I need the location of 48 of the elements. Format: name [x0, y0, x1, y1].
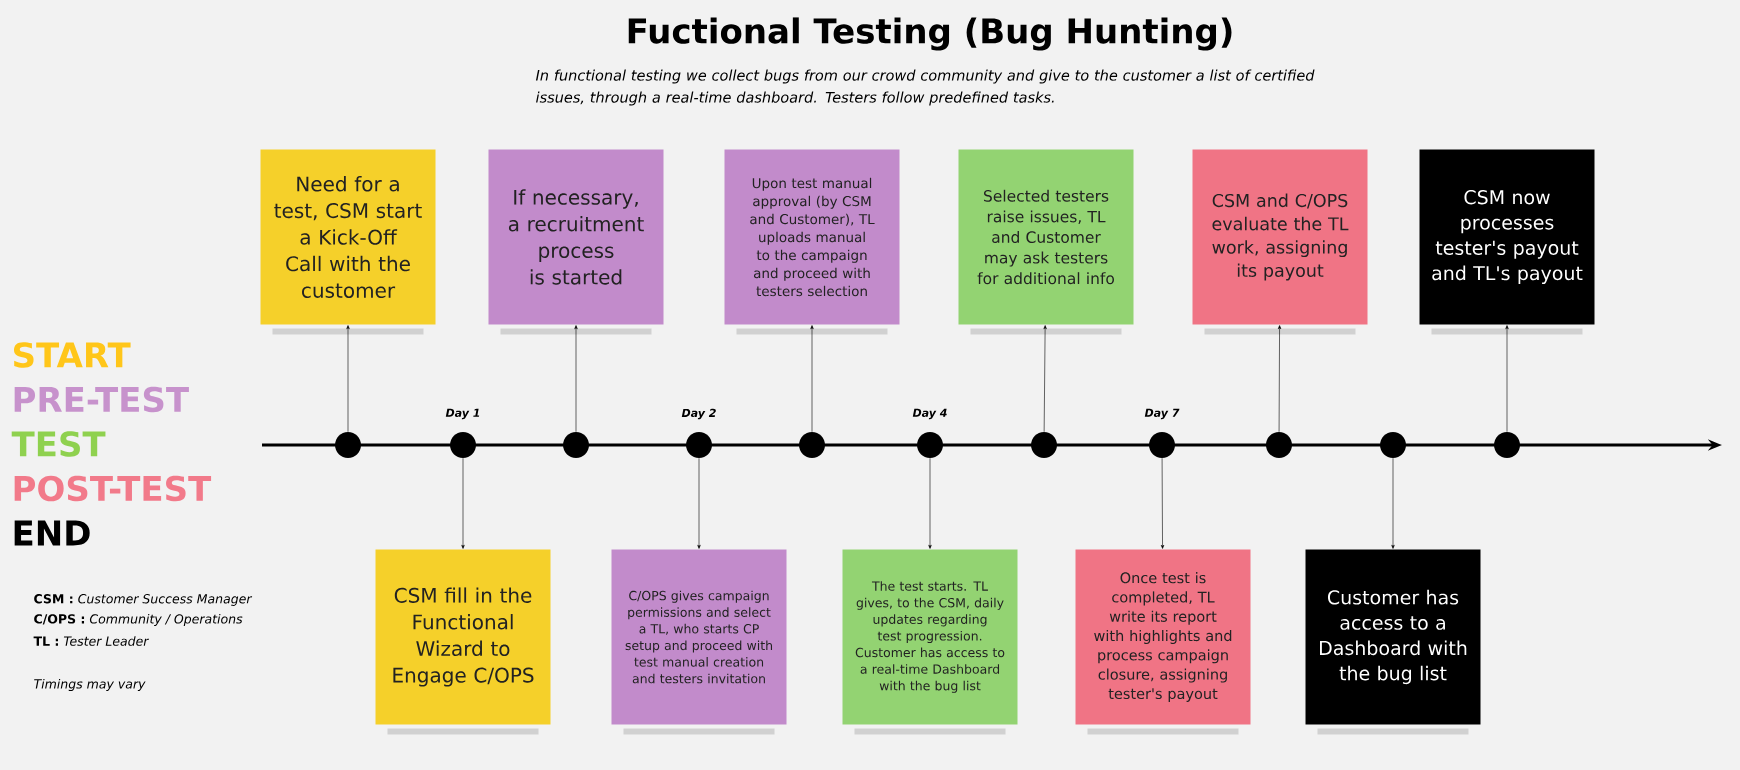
sticky-note: CSM fill in the Functional Wizard to Engage C/OPS	[375, 549, 551, 725]
arrow	[346, 325, 350, 433]
timeline-dot	[1266, 432, 1292, 458]
timeline-dot	[1494, 432, 1520, 458]
title: Fuctional Testing (Bug Hunting)	[628, 17, 1232, 51]
arrow	[1505, 325, 1509, 433]
timeline-dot	[686, 432, 712, 458]
sticky-note: Customer has access to a Dashboard with the bug list	[1305, 549, 1481, 725]
phase-label: POST-TEST	[14, 475, 212, 502]
arrow	[461, 457, 465, 549]
abbreviation-text: CSM : Customer Success Manager	[34, 594, 253, 606]
arrow	[1277, 325, 1282, 433]
timeline-dot	[1380, 432, 1406, 458]
timeline-dot	[450, 432, 476, 458]
arrow	[928, 457, 932, 549]
phase-label: PRE-TEST	[14, 386, 189, 413]
abbreviation-text: C/OPS : Community / Operations	[34, 613, 243, 627]
timeline-dot	[799, 432, 825, 458]
timeline-dot	[563, 432, 589, 458]
arrow	[1391, 457, 1395, 549]
day-label: Day 1	[445, 408, 480, 420]
phase-label: START	[14, 342, 131, 368]
subtitle: In functional testing we collect bugs from our crowd community and give to the customer a list of certified issues, through a real-time dashboard. Testers follow predefined tasks.	[535, 69, 1315, 106]
timeline-dot	[1031, 432, 1057, 458]
timeline-dot	[1149, 432, 1175, 458]
abbreviation-text: TL : Tester Leader	[33, 636, 150, 646]
timeline-dot	[335, 432, 361, 458]
sticky-note: Need for a test, CSM start a Kick-Off Call with the customer	[260, 149, 436, 325]
arrow	[1043, 325, 1047, 433]
arrow	[697, 457, 701, 549]
sticky-note: If necessary, a recruitment process is started	[488, 149, 664, 325]
sticky-note: CSM now processes tester's payout and TL's payout	[1419, 149, 1595, 325]
sticky-note: The test starts. TL gives, to the CSM, daily updates regarding test progression. Customer has access to a real-time Dashboard with the bug list	[842, 549, 1018, 725]
arrow	[574, 325, 578, 433]
day-label: Day 2	[681, 408, 716, 420]
day-label: Day 4	[912, 408, 947, 420]
phase-label: TEST	[11, 431, 106, 457]
arrow	[810, 325, 814, 433]
phase-label: END	[14, 520, 90, 546]
sticky-note: CSM and C/OPS evaluate the TL work, assigning its payout	[1192, 149, 1368, 325]
timeline-dot	[917, 432, 943, 458]
arrow	[1160, 457, 1165, 549]
sticky-note: Upon test manual approval (by CSM and Customer), TL uploads manual to the campaign and proceed with testers selection	[724, 149, 900, 325]
note: Timings may vary	[34, 678, 146, 692]
sticky-note: Once test is completed, TL write its report with highlights and process campaign closure, assigning tester's payout	[1075, 549, 1251, 725]
sticky-note: C/OPS gives campaign permissions and select a TL, who starts CP setup and proceed with test manual creation and testers invitation	[611, 549, 787, 725]
day-label: Day 7	[1144, 408, 1180, 420]
sticky-note: Selected testers raise issues, TL and Customer may ask testers for additional info	[958, 149, 1134, 325]
